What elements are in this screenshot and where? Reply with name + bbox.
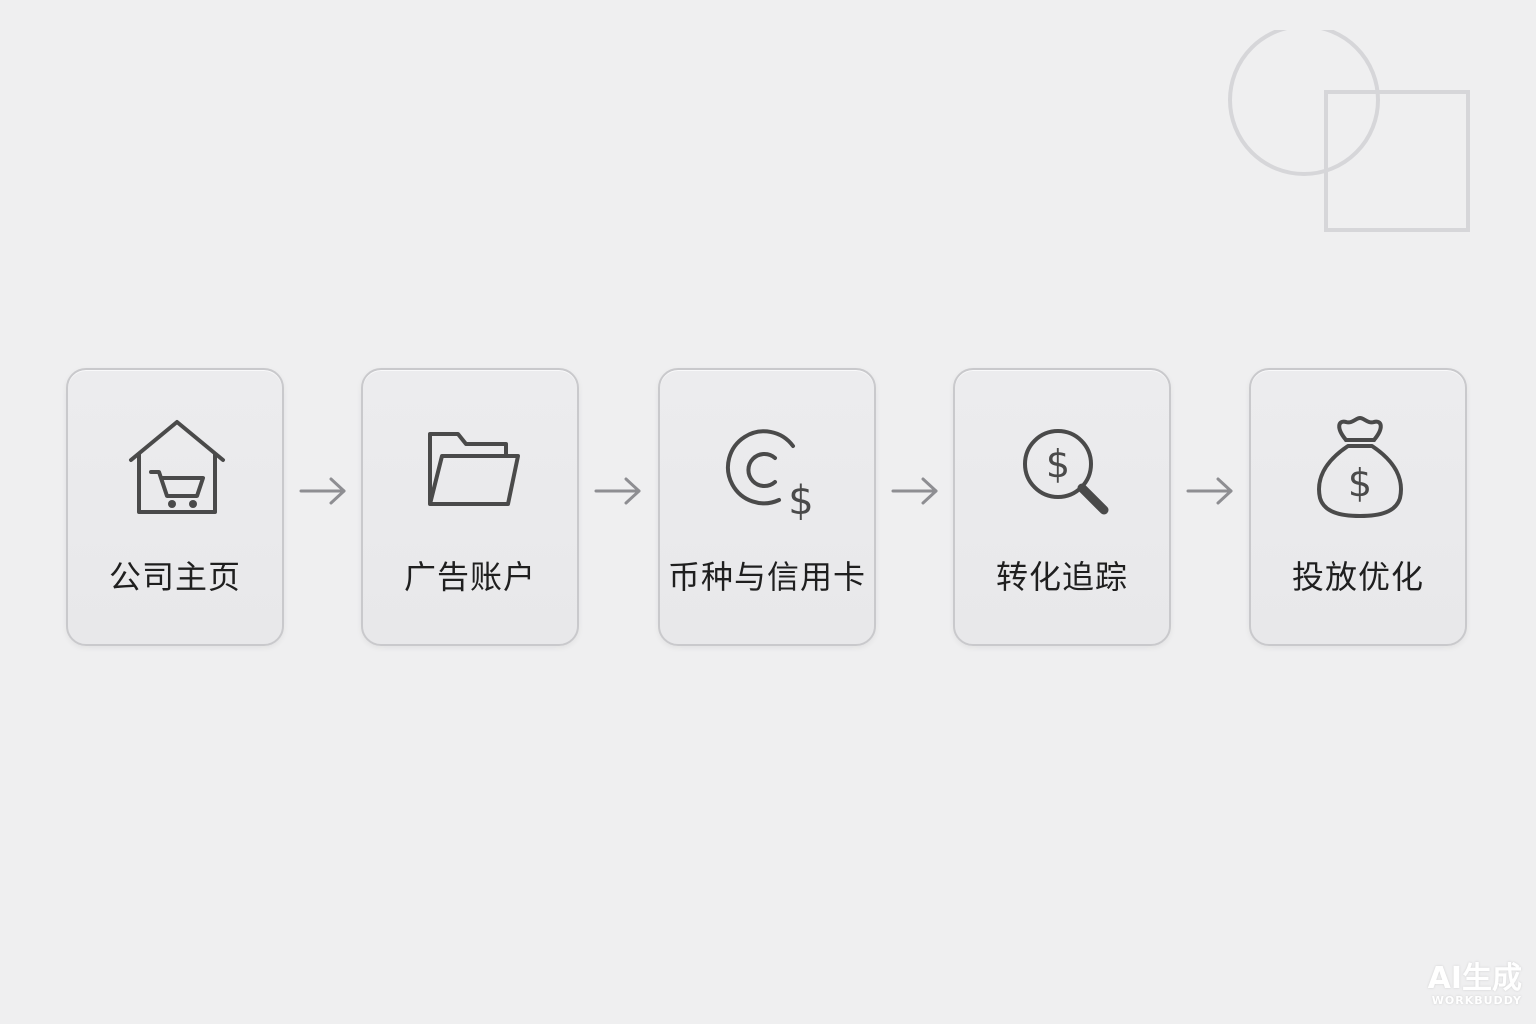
money-bag-icon: $ [1317,416,1403,518]
arrow-right-icon [594,477,641,505]
step-card-ad-optimization: $ 投放优化 [1249,368,1467,646]
svg-text:$: $ [788,478,813,524]
svg-text:$: $ [1046,442,1070,486]
arrow-right-icon [299,477,346,505]
decorative-shapes [1228,30,1470,232]
step-label: 投放优化 [1291,558,1424,596]
dollar-search-icon: $ [1023,429,1109,515]
arrow-right-icon [891,477,938,505]
svg-text:$: $ [1348,461,1372,505]
ai-generated-watermark: AI生成 WORKBUDDY [1428,964,1522,1008]
arrow-right-icon [1186,477,1233,505]
step-label: 公司主页 [108,558,241,596]
step-label: 转化追踪 [995,558,1128,596]
currency-exchange-icon: $ [726,429,814,524]
step-card-currency-credit-card: $ 币种与信用卡 [658,368,876,646]
step-card-ad-account: 广告账户 [361,368,579,646]
storefront-house-icon [129,420,225,514]
decorative-square [1324,90,1470,232]
step-card-company-page: 公司主页 [66,368,284,646]
watermark-sub-text: WORKBUDDY [1431,994,1522,1007]
watermark-main-text: AI生成 [1427,961,1522,996]
step-label: 币种与信用卡 [667,558,866,596]
step-card-conversion-tracking: $ 转化追踪 [953,368,1171,646]
step-label: 广告账户 [403,558,536,596]
decorative-circle [1228,30,1380,176]
folder-icon [428,432,520,506]
